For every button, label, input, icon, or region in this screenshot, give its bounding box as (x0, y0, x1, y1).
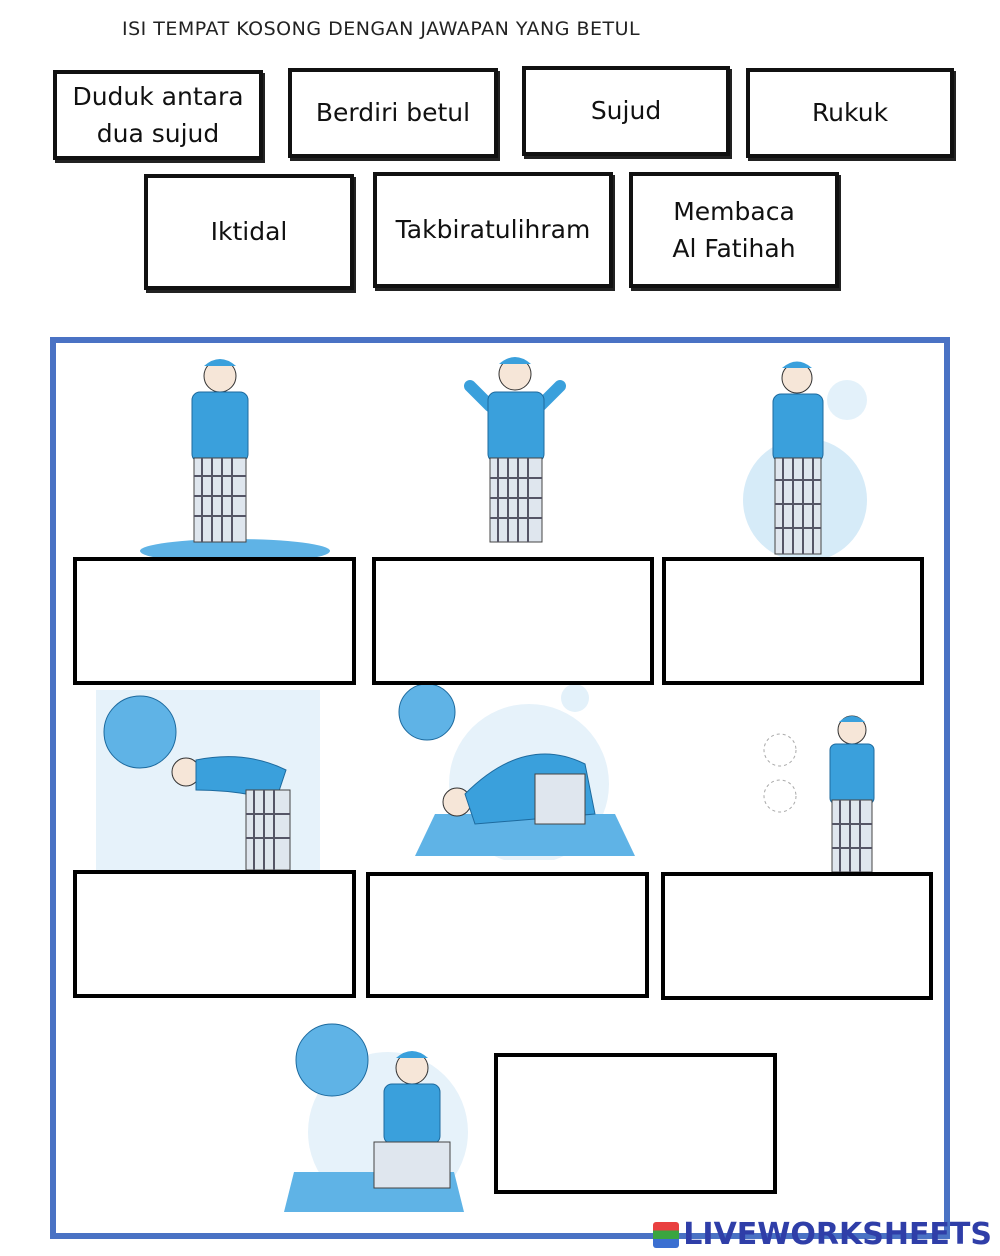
standing-iktidal-figure-icon (763, 715, 875, 872)
card-label: Rukuk (811, 98, 889, 128)
card-label: Iktidal (210, 217, 288, 247)
takbir-hands-raised-figure-icon (464, 357, 566, 543)
standing-upright-figure-icon (140, 359, 330, 558)
answer-card-sujud[interactable]: Sujud (522, 66, 730, 156)
answer-drop-box-4[interactable] (73, 870, 356, 998)
liveworksheets-wordmark: LIVEWORKSHEETS (683, 1217, 992, 1252)
answer-drop-box-3[interactable] (662, 557, 924, 685)
liveworksheets-logo: LIVEWORKSHEETS (653, 1217, 992, 1252)
card-label: Sujud (590, 96, 662, 126)
standing-hands-folded-figure-icon (743, 361, 867, 558)
answer-drop-box-1[interactable] (73, 557, 356, 685)
card-label: Berdiri betul (315, 98, 471, 128)
sitting-between-prostrations-figure-icon (284, 1023, 468, 1212)
card-label: Duduk antara dua sujud (72, 81, 244, 149)
answer-card-iktidal[interactable]: Iktidal (144, 174, 354, 290)
answer-drop-box-7[interactable] (494, 1053, 777, 1194)
answer-card-membaca-al-fatihah[interactable]: Membaca Al Fatihah (629, 172, 839, 288)
answer-card-takbiratulihram[interactable]: Takbiratulihram (373, 172, 613, 288)
instruction-title: ISI TEMPAT KOSONG DENGAN JAWAPAN YANG BE… (122, 18, 641, 40)
card-label: Membaca Al Fatihah (672, 196, 796, 264)
worksheet-panel (50, 337, 950, 1239)
answer-drop-box-5[interactable] (366, 872, 649, 998)
card-label: Takbiratulihram (395, 215, 591, 245)
prostration-sujud-figure-icon (398, 684, 635, 860)
answer-card-berdiri-betul[interactable]: Berdiri betul (288, 68, 498, 158)
answer-card-duduk-antara-dua-sujud[interactable]: Duduk antara dua sujud (53, 70, 263, 160)
answer-drop-box-2[interactable] (372, 557, 654, 685)
answer-drop-box-6[interactable] (661, 872, 933, 1000)
bowing-rukuk-figure-icon (96, 690, 320, 870)
answer-card-rukuk[interactable]: Rukuk (746, 68, 954, 158)
liveworksheets-logo-icon (653, 1221, 680, 1248)
